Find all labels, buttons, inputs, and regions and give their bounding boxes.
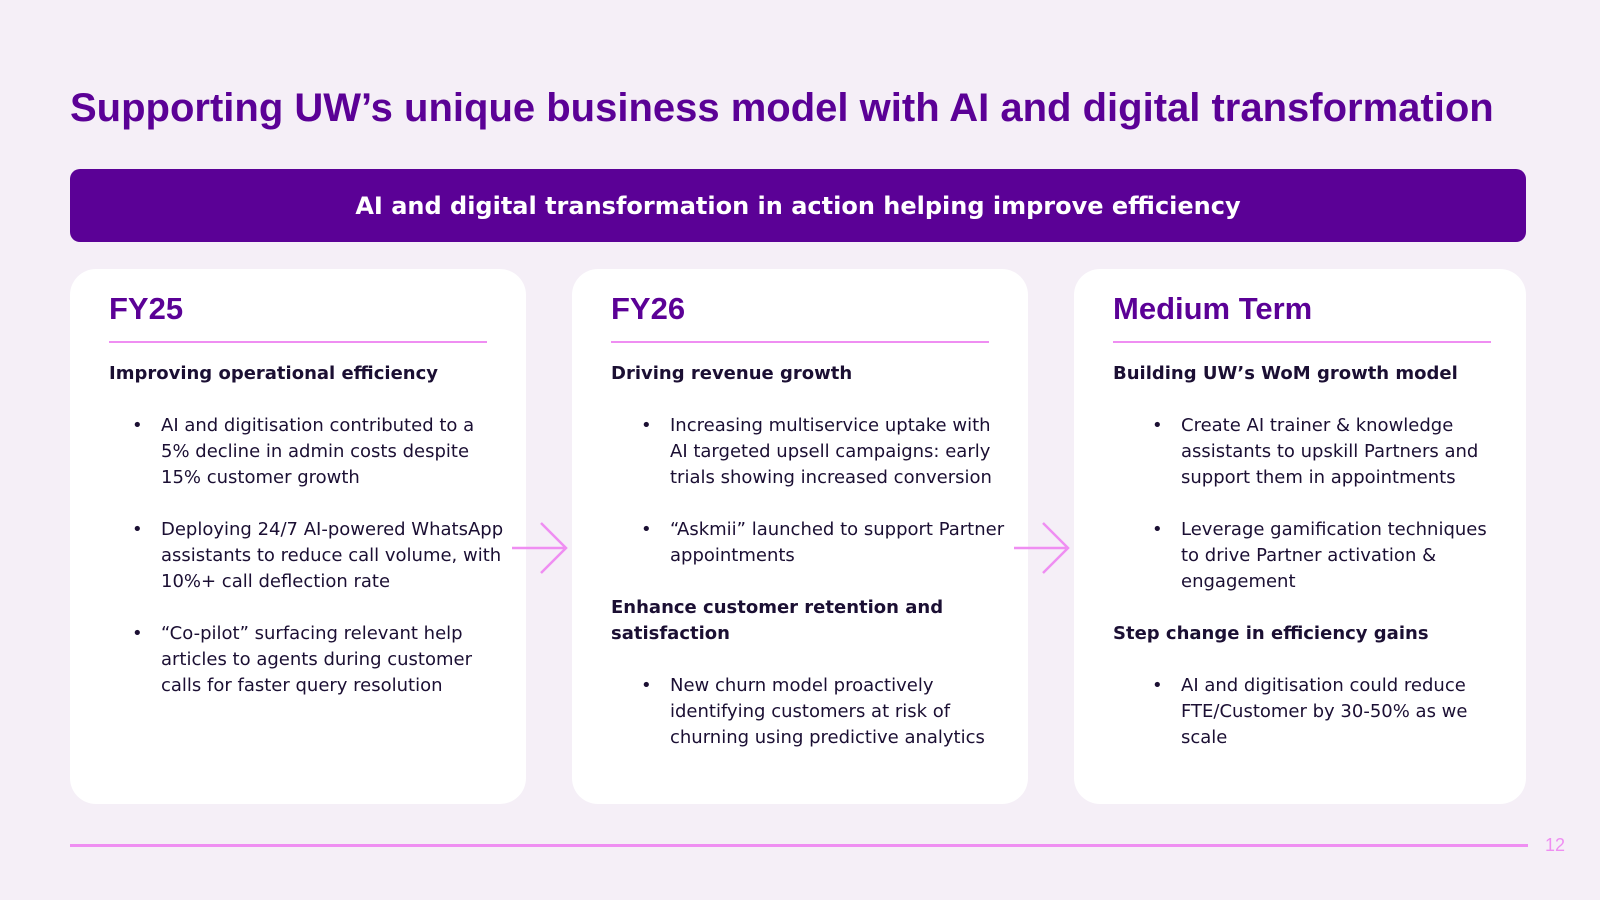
bullet-dot-icon: • [641,675,652,696]
bullet-text: Create AI trainer & knowledge assistants… [1181,415,1479,488]
bullet-dot-icon: • [132,623,143,644]
footer-divider [70,844,1528,847]
bullet-dot-icon: • [641,415,652,436]
bullet-list: • AI and digitisation could reduce FTE/Cu… [1113,673,1506,751]
bullet-dot-icon: • [132,519,143,540]
arrow-right-icon [1014,522,1070,574]
card-divider [1113,341,1491,343]
bullet-list: • Create AI trainer & knowledge assistant… [1113,413,1506,595]
card-subheading: Driving revenue growth [611,363,853,384]
bullet-text: Increasing multiservice uptake with AI t… [670,415,992,488]
bullet-item: • AI and digitisation could reduce FTE/Cu… [1129,673,1506,751]
card-body: Driving revenue growth • Increasing multi… [611,361,1008,777]
bullet-text: AI and digitisation contributed to a 5% … [161,415,475,488]
bullet-item: • Increasing multiservice uptake with AI … [618,413,1008,491]
bullet-item: • Deploying 24/7 AI-powered WhatsApp assi… [109,517,506,595]
bullet-text: Leverage gamification techniques to driv… [1181,519,1487,592]
bullet-dot-icon: • [1152,519,1163,540]
card-divider [611,341,989,343]
bullet-item: • Create AI trainer & knowledge assistant… [1129,413,1506,491]
banner-text: AI and digital transformation in action … [355,191,1241,220]
bullet-dot-icon: • [1152,675,1163,696]
arrow-right-icon [512,522,568,574]
bullet-dot-icon: • [641,519,652,540]
bullet-list: • New churn model proactively identifying… [611,673,1008,751]
card-body: Improving operational efficiency • AI and… [109,361,506,725]
bullet-dot-icon: • [132,415,143,436]
bullet-item: • “Askmii” launched to support Partner ap… [618,517,1008,569]
card-medium-term: Medium Term Building UW’s WoM growth mod… [1074,269,1526,804]
bullet-item: • “Co-pilot” surfacing relevant help arti… [109,621,506,699]
card-fy25: FY25 Improving operational efficiency • A… [70,269,526,804]
card-fy26: FY26 Driving revenue growth • Increasing … [572,269,1028,804]
bullet-text: AI and digitisation could reduce FTE/Cus… [1181,675,1468,748]
banner: AI and digital transformation in action … [70,169,1526,242]
card-heading: FY25 [109,291,184,326]
page-title: Supporting UW’s unique business model wi… [70,86,1494,130]
card-body: Building UW’s WoM growth model • Create A… [1113,361,1506,777]
bullet-list: • AI and digitisation contributed to a 5%… [109,413,506,699]
card-subheading: Building UW’s WoM growth model [1113,363,1458,384]
bullet-dot-icon: • [1152,415,1163,436]
card-subheading: Improving operational efficiency [109,363,439,384]
bullet-text: “Co-pilot” surfacing relevant help artic… [161,623,473,696]
card-heading: FY26 [611,291,686,326]
card-heading: Medium Term [1113,291,1313,326]
bullet-item: • New churn model proactively identifying… [618,673,1008,751]
card-subheading: Step change in efficiency gains [1113,623,1429,644]
bullet-list: • Increasing multiservice uptake with AI … [611,413,1008,569]
bullet-text: Deploying 24/7 AI-powered WhatsApp assis… [161,519,504,592]
card-subheading: Enhance customer retention and satisfact… [611,597,944,644]
card-divider [109,341,487,343]
bullet-item: • Leverage gamification techniques to dri… [1129,517,1506,595]
page-number: 12 [1545,835,1566,855]
bullet-text: New churn model proactively identifying … [670,675,985,748]
bullet-text: “Askmii” launched to support Partner app… [670,519,1005,566]
bullet-item: • AI and digitisation contributed to a 5%… [109,413,506,491]
